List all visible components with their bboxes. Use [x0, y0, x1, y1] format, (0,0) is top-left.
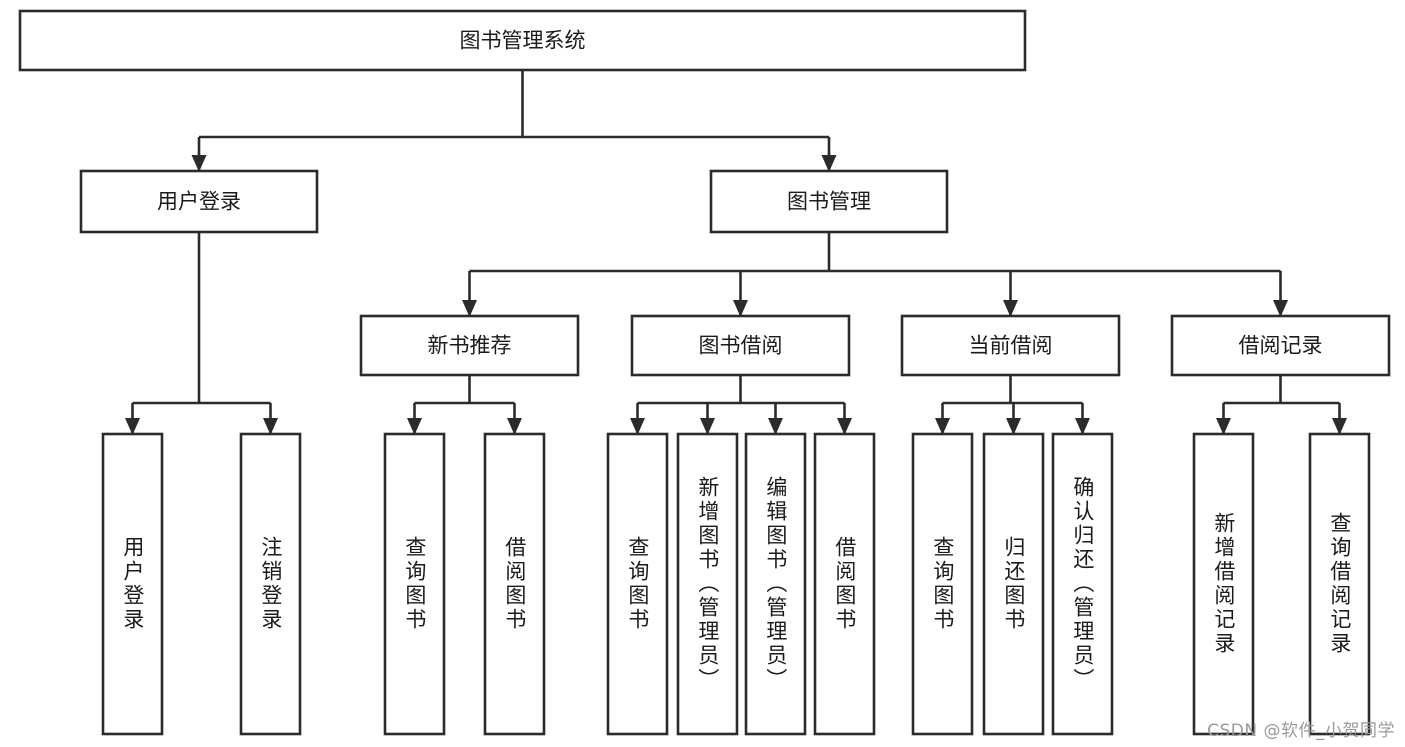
node-new-book-recommend-box[interactable]: [359, 314, 580, 377]
node-leaf-query-book-2-box[interactable]: [606, 432, 669, 736]
arrow-to-leaf-logout: [263, 418, 278, 435]
box-layer: [18, 9, 1391, 736]
node-leaf-confirm-return-box[interactable]: [1051, 432, 1114, 736]
node-leaf-logout-box[interactable]: [239, 432, 302, 736]
connector-layer: [125, 70, 1347, 435]
arrow-to-leaf-borrow-book-1: [507, 418, 522, 435]
node-user-login-label: 用户登录: [157, 190, 241, 214]
node-user-login-box[interactable]: [79, 169, 319, 234]
node-leaf-borrow-book-2-box[interactable]: [813, 432, 876, 736]
arrow-to-leaf-query-record: [1332, 418, 1347, 435]
arrow-to-leaf-query-book-1: [407, 418, 422, 435]
node-leaf-query-book-3-box[interactable]: [911, 432, 974, 736]
node-leaf-return-book-box[interactable]: [982, 432, 1045, 736]
arrow-to-leaf-add-record: [1216, 418, 1231, 435]
arrow-to-leaf-add-book: [700, 418, 715, 435]
node-leaf-edit-book-box[interactable]: [744, 432, 807, 736]
node-leaf-query-record-box[interactable]: [1308, 432, 1371, 736]
arrow-to-new-book-recommend: [462, 300, 477, 317]
arrow-to-book-borrow: [733, 300, 748, 317]
arrow-to-leaf-user-login: [125, 418, 140, 435]
node-leaf-query-book-1-box[interactable]: [383, 432, 446, 736]
arrow-to-book-management: [821, 155, 837, 172]
node-borrow-record-box[interactable]: [1170, 314, 1391, 377]
node-current-borrow-box[interactable]: [900, 314, 1121, 377]
arrow-to-leaf-query-book-3: [935, 418, 950, 435]
node-leaf-add-book-box[interactable]: [676, 432, 739, 736]
arrow-to-current-borrow: [1003, 300, 1018, 317]
node-leaf-borrow-book-1-box[interactable]: [483, 432, 546, 736]
arrow-to-leaf-borrow-book-2: [837, 418, 852, 435]
node-leaf-add-record-box[interactable]: [1192, 432, 1255, 736]
node-book-management-label: 图书管理: [787, 190, 871, 214]
node-book-borrow-label: 图书借阅: [699, 334, 783, 358]
arrow-to-leaf-confirm-return: [1075, 418, 1090, 435]
node-root-box[interactable]: [18, 9, 1027, 72]
node-current-borrow-label: 当前借阅: [969, 334, 1053, 358]
node-leaf-user-login-box[interactable]: [101, 432, 164, 736]
node-root-label: 图书管理系统: [460, 29, 586, 53]
node-book-borrow-box[interactable]: [630, 314, 851, 377]
arrow-to-user-login: [191, 155, 207, 172]
node-borrow-record-label: 借阅记录: [1239, 334, 1323, 358]
csdn-watermark: CSDN @软件_小贺同学: [1207, 721, 1395, 741]
arrow-to-borrow-record: [1273, 300, 1288, 317]
arrow-to-leaf-edit-book: [768, 418, 783, 435]
node-new-book-recommend-label: 新书推荐: [428, 334, 512, 358]
node-book-management-box[interactable]: [709, 169, 949, 234]
arrow-to-leaf-query-book-2: [630, 418, 645, 435]
arrow-to-leaf-return-book: [1006, 418, 1021, 435]
